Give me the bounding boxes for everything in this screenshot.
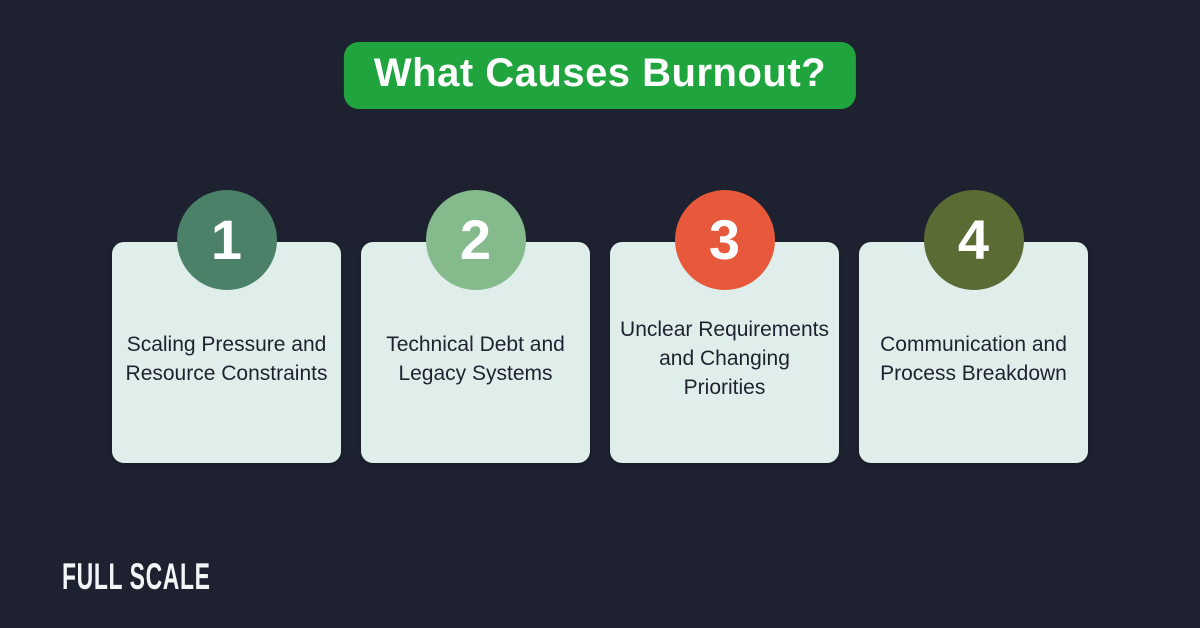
cause-label-4: Communication and Process Breakdown: [880, 332, 1067, 385]
cause-label-3: Unclear Requirements and Changing Priori…: [620, 318, 829, 399]
cause-label-2: Technical Debt and Legacy Systems: [386, 332, 565, 385]
cause-card-4: 4 Communication and Process Breakdown: [859, 190, 1088, 463]
cause-circle-1: 1: [176, 190, 277, 290]
title-banner: What Causes Burnout?: [343, 42, 857, 109]
cause-circle-4: 4: [923, 190, 1024, 290]
cause-label-1: Scaling Pressure and Resource Constraint…: [125, 332, 328, 385]
cause-circle-3: 3: [674, 190, 775, 290]
causes-row: 1 Scaling Pressure and Resource Constrai…: [112, 190, 1088, 463]
cause-card-2: 2 Technical Debt and Legacy Systems: [361, 190, 590, 463]
full-scale-logo: FULL SCALE: [62, 556, 211, 597]
cause-circle-2: 2: [425, 190, 526, 290]
cause-card-3: 3 Unclear Requirements and Changing Prio…: [610, 190, 839, 463]
cause-card-1: 1 Scaling Pressure and Resource Constrai…: [112, 190, 341, 463]
